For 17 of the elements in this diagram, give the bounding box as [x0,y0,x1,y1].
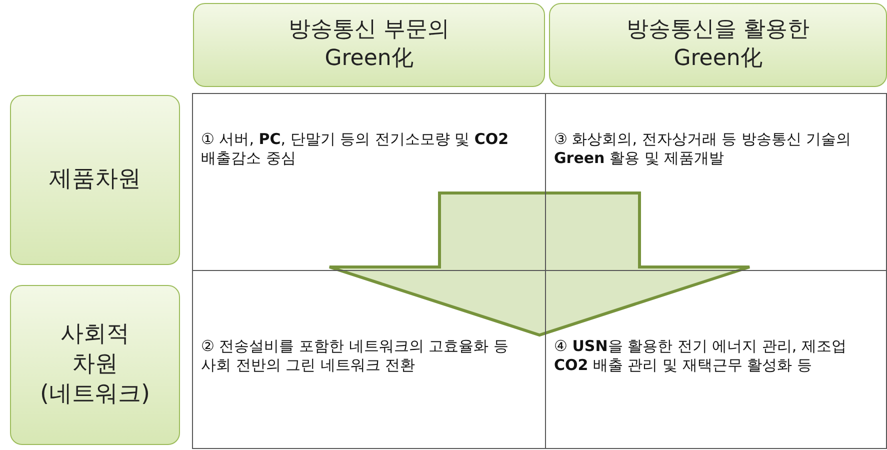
grid-cell [545,270,887,449]
header-label: 방송통신을 활용한 Green化 [626,16,810,73]
grid-cell [192,93,546,271]
cell-text: ③ 화상회의, 전자상거래 등 방송통신 기술의 Green 활용 및 제품개발 [554,130,852,168]
header-box [549,3,887,87]
cell-text: ① 서버, PC, 단말기 등의 전기소모량 및 CO2 배출감소 중심 [201,130,510,168]
header-label: 제품차원 [48,165,142,194]
header-box [10,95,180,265]
header-label: 사회적 차원 (네트워크) [39,320,151,409]
block-arrow [328,192,751,337]
header-box [193,3,545,87]
cell-text: ④ USN을 활용한 전기 에너지 관리, 제조업 CO2 배출 관리 및 재택근무 활성화 등 [554,337,848,375]
cell-text: ② 전송설비를 포함한 네트워크의 고효율화 등 사회 전반의 그린 네트워크 전환 [201,337,510,375]
grid-cell [192,270,546,449]
header-box [10,285,180,445]
grid-cell [545,93,887,271]
header-label: 방송통신 부문의 Green化 [288,16,450,73]
